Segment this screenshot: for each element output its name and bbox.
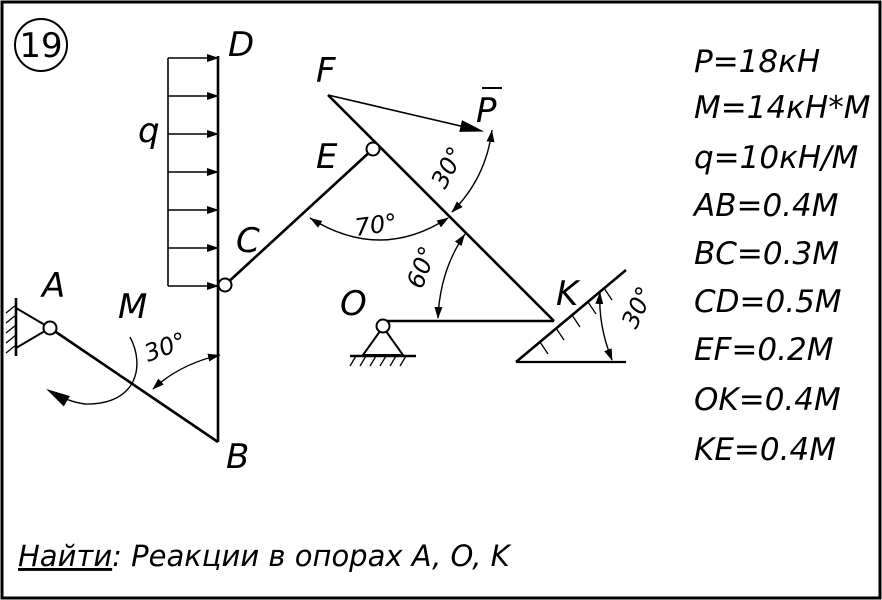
force-p-arrow — [327, 94, 484, 132]
task-text: : Реакции в опорах A, O, K — [112, 539, 511, 573]
label-a: A — [40, 266, 65, 306]
label-b: B — [226, 437, 249, 477]
label-m: M — [118, 287, 147, 327]
label-f: F — [316, 51, 336, 91]
bar-ab — [49, 326, 219, 444]
moment-m-arrow — [46, 336, 138, 407]
problem-number: 19 — [19, 26, 62, 66]
rod-ce — [224, 148, 374, 286]
given-item: M=14кН*М — [694, 90, 870, 126]
given-item: q=10кН/М — [694, 140, 858, 176]
label-k: K — [556, 274, 581, 314]
label-p: P — [476, 91, 497, 131]
support-a — [5, 298, 58, 356]
label-o: O — [340, 284, 367, 324]
hinge-a — [42, 320, 58, 336]
distributed-load — [167, 54, 219, 290]
inclined-plane-k — [515, 269, 627, 364]
angle-label-ce: 70° — [353, 208, 399, 242]
angle-arc-k — [595, 291, 613, 361]
task-label: Найти — [18, 539, 112, 573]
support-o — [349, 318, 416, 367]
given-data: P=18кН M=14кН*М q=10кН/М AB=0.4М BC=0.3М… — [692, 44, 870, 468]
problem-number-badge: 19 — [14, 18, 68, 72]
given-item: CD=0.5М — [694, 284, 842, 320]
label-e: E — [316, 137, 338, 177]
given-item: AB=0.4М — [692, 188, 839, 224]
hinge-o — [375, 318, 391, 334]
angle-label-bm: 30° — [140, 327, 190, 368]
label-q: q — [138, 111, 160, 151]
angle-label-k: 30° — [616, 282, 659, 332]
given-item: BC=0.3М — [694, 236, 839, 272]
given-item: EF=0.2М — [694, 332, 833, 368]
given-item: P=18кН — [694, 44, 820, 80]
bar-fk — [327, 94, 555, 322]
angle-label-ok: 60° — [401, 242, 442, 292]
hinge-e — [365, 141, 381, 157]
angle-arc-bm — [152, 353, 221, 390]
angle-arc-fp — [451, 129, 495, 213]
hinge-c — [217, 277, 233, 293]
label-c: C — [236, 221, 260, 261]
angle-arc-ce — [309, 217, 449, 241]
given-item: OK=0.4М — [694, 382, 841, 418]
task-statement: Найти: Реакции в опорах A, O, K — [18, 539, 512, 573]
given-item: KE=0.4М — [694, 432, 836, 468]
angle-arc-ok — [434, 233, 466, 319]
angle-label-fp: 30° — [426, 142, 471, 193]
label-d: D — [228, 25, 254, 65]
